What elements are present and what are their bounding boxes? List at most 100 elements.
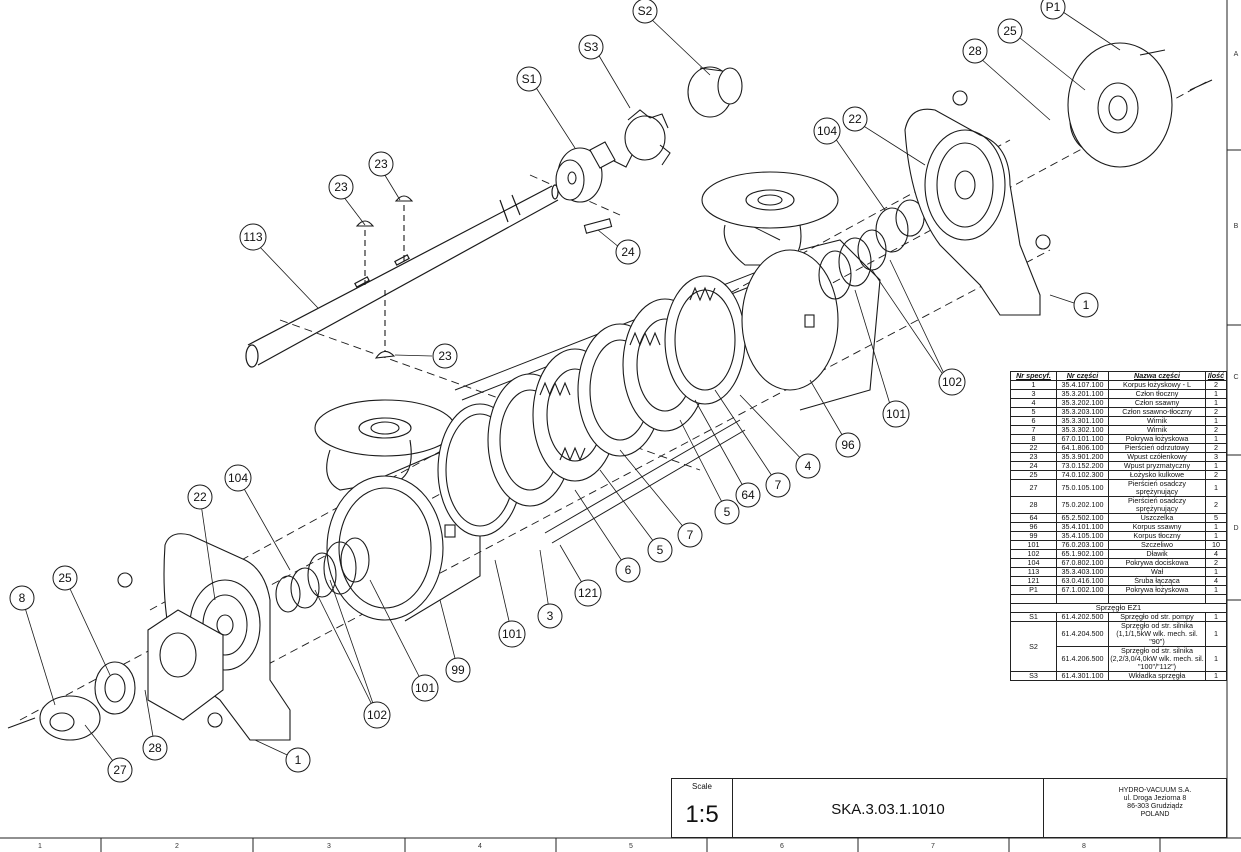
callout-bubble: S1 (516, 66, 542, 92)
cell-quantity: 5 (1205, 513, 1227, 523)
callout-bubble: 25 (52, 565, 78, 591)
svg-text:104: 104 (817, 124, 837, 138)
cell-part-number: 75.0.202.100 (1056, 496, 1109, 514)
cell-part-name: Korpus łożyskowy - L (1108, 380, 1206, 390)
cell-spec: 104 (1010, 558, 1057, 568)
svg-text:3: 3 (547, 609, 554, 623)
svg-text:113: 113 (243, 230, 262, 244)
cell-part-name: Łożysko kulkowe (1108, 470, 1206, 480)
cell-spec: 64 (1010, 513, 1057, 523)
company-city: 86-303 Grudziądz (1127, 803, 1183, 810)
cell-spec: 113 (1010, 567, 1057, 577)
svg-text:1: 1 (1083, 298, 1090, 312)
callout-bubble: 101 (498, 620, 526, 648)
cell-quantity: 4 (1205, 576, 1227, 586)
scale-cell: Scale 1:5 (671, 778, 733, 838)
cell-part-name: Pokrywa łożyskowa (1108, 585, 1206, 595)
shaft (245, 184, 559, 368)
cell-quantity: 1 (1205, 646, 1227, 672)
cell-quantity: 2 (1205, 496, 1227, 514)
callout-bubble: 5 (647, 537, 673, 563)
discharge-casing (314, 399, 481, 622)
coupling-title: Sprzęgło EZ1 (1010, 603, 1227, 613)
company-country: POLAND (1140, 811, 1170, 818)
table-row: S3 61.4.301.100 Wkładka sprzęgła 1 (1010, 671, 1227, 681)
table-row: S2 61.4.204.500 Sprzęgło od str. silnika… (1010, 621, 1227, 672)
cell-part-number: 76.0.203.100 (1056, 540, 1109, 550)
cell-spec: 99 (1010, 531, 1057, 541)
cell-quantity: 1 (1205, 531, 1227, 541)
svg-text:102: 102 (942, 375, 962, 389)
cell-part-name: Uszczelka (1108, 513, 1206, 523)
cell-part-number: 35.4.107.100 (1056, 380, 1109, 390)
callout-bubble: 104 (224, 464, 252, 492)
cell-part-name: Człon ssawny (1108, 398, 1206, 408)
scale-label: Scale (691, 782, 712, 791)
callout-bubble: 104 (813, 117, 841, 145)
callout-bubble: 99 (445, 657, 471, 683)
cell-quantity: 1 (1205, 479, 1227, 497)
cell-part-name: Pokrywa dociskowa (1108, 558, 1206, 568)
cell-spec: 3 (1010, 389, 1057, 399)
cell-part-name: Korpus ssawny (1108, 522, 1206, 532)
callout-bubble: 24 (615, 239, 641, 265)
svg-text:25: 25 (1003, 24, 1017, 38)
cell-spec: 101 (1010, 540, 1057, 550)
parts-list-table: Nr specyf. Nr części Nazwa części Ilość … (1010, 371, 1227, 681)
cell-part-number: 61.4.202.500 (1056, 612, 1109, 622)
cell-quantity: 2 (1205, 443, 1227, 453)
cell-part-name: Sprzęgło od str. silnika (2,2/3,0/4,0kW … (1108, 646, 1206, 672)
cell-part-number: 35.3.301.100 (1056, 416, 1109, 426)
packing-right (818, 199, 925, 300)
company-street: ul. Droga Jeziorna 8 (1123, 795, 1187, 802)
scale-value: 1:5 (685, 801, 719, 828)
svg-text:104: 104 (228, 471, 248, 485)
cell-spec: 5 (1010, 407, 1057, 417)
svg-text:102: 102 (367, 708, 387, 722)
svg-text:27: 27 (113, 763, 127, 777)
bearing-cover-right (1067, 42, 1213, 168)
zone-col-4: 4 (478, 843, 482, 850)
callout-bubble: 102 (938, 368, 966, 396)
cell-part-number: 65.1.902.100 (1056, 549, 1109, 559)
zone-row-c: C (1233, 374, 1238, 381)
cell-part-number: 75.0.105.100 (1056, 479, 1109, 497)
callout-bubble: P1 (1040, 0, 1066, 20)
cell-spec: 6 (1010, 416, 1057, 426)
callout-bubble: S3 (578, 34, 604, 60)
svg-text:99: 99 (451, 663, 465, 677)
blank-row (1010, 594, 1227, 604)
cell-quantity: 2 (1205, 558, 1227, 568)
suction-casing (701, 171, 881, 411)
cell-quantity: 1 (1205, 416, 1227, 426)
callout-bubble: 23 (368, 151, 394, 177)
bearing-cover-left (7, 661, 136, 741)
cell-part-name: Człon tłoczny (1108, 389, 1206, 399)
cell-quantity: 1 (1205, 585, 1227, 595)
callout-bubble: 25 (997, 18, 1023, 44)
cell-quantity: 1 (1205, 434, 1227, 444)
cell-spec: 25 (1010, 470, 1057, 480)
cell-part-number: 35.3.901.200 (1056, 452, 1109, 462)
cell-quantity: 2 (1205, 380, 1227, 390)
cell-quantity: 3 (1205, 452, 1227, 462)
svg-text:121: 121 (578, 586, 598, 600)
cell-quantity: 4 (1205, 549, 1227, 559)
cell-part-number: 35.3.403.100 (1056, 567, 1109, 577)
cell-part-number: 35.3.201.100 (1056, 389, 1109, 399)
svg-text:22: 22 (193, 490, 207, 504)
callout-bubble: 5 (714, 499, 740, 525)
cell-part-number: 61.4.301.100 (1056, 671, 1109, 681)
svg-text:S2: S2 (638, 4, 653, 18)
stage-units (437, 275, 746, 537)
